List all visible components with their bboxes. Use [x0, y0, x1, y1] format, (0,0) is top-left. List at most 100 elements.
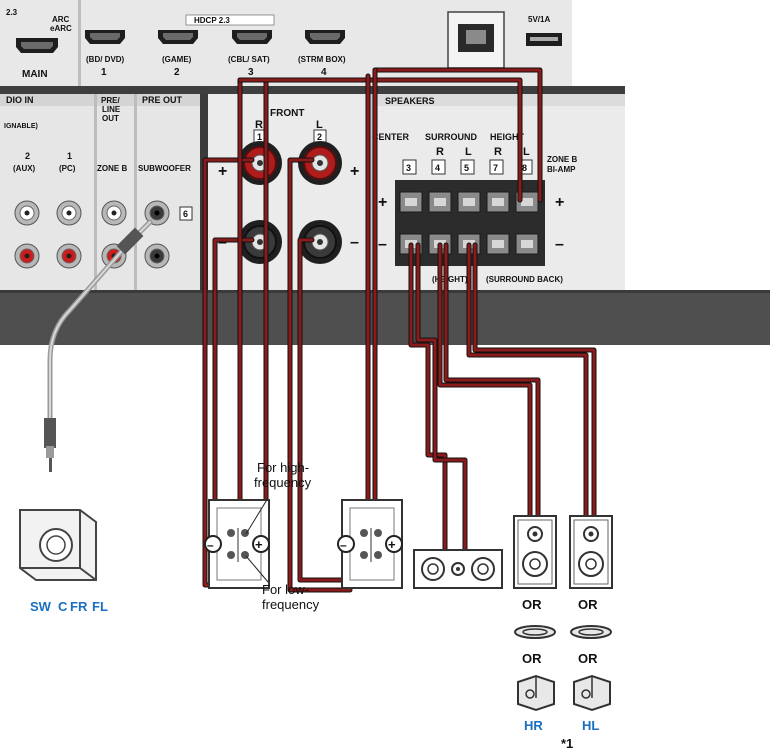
- panel-edge-band: [0, 290, 770, 345]
- zone-b-bi-amp-line-1: ZONE B: [547, 155, 577, 164]
- pre-line-out-title-2: LINE: [102, 105, 121, 114]
- front-r-plus-terminal: [238, 141, 282, 185]
- pre-out-section: PRE OUT SUBWOOFER 6: [138, 95, 193, 269]
- front-plus-left: +: [218, 163, 227, 180]
- front-l-caption: FL: [92, 599, 108, 614]
- speakers-minus-left: –: [378, 236, 387, 253]
- hdmi-in-3-number: 3: [248, 67, 254, 78]
- usb-label: 5V/1A: [528, 15, 550, 24]
- front-title: FRONT: [270, 108, 304, 119]
- or-label-l-1: OR: [578, 597, 598, 612]
- hdmi-in-1-number: 1: [101, 67, 107, 78]
- height-l-number: 8: [522, 163, 527, 173]
- ceiling-speaker-r-icon: [514, 625, 556, 639]
- subwoofer-label: SUBWOOFER: [138, 164, 191, 173]
- height-l-speaker: [569, 515, 613, 589]
- surround-r-number: 4: [435, 163, 440, 173]
- front-minus-right: –: [350, 234, 359, 251]
- center-number: 3: [406, 163, 411, 173]
- height-label: HEIGHT: [490, 132, 525, 142]
- ceiling-speaker-l-icon: [570, 625, 612, 639]
- audio-in-title: DIO IN: [6, 95, 34, 105]
- audio-in-section: DIO IN IGNABLE) 2 (AUX) 1 (PC): [4, 95, 82, 269]
- enabled-speaker-l-icon: [573, 674, 611, 712]
- height-l-label: L: [523, 146, 530, 158]
- pc-number: 1: [67, 151, 72, 161]
- hdmi-in-4: (STRM BOX) 4: [298, 30, 346, 78]
- hdmi-inputs: HDCP 2.3 (BD/ DVD) 1 (GAME) 2 (CBL/ SAT)…: [85, 14, 346, 78]
- high-frequency-line-2: frequency: [254, 475, 312, 490]
- hdmi-in-2: (GAME) 2: [158, 30, 198, 78]
- surround-back-bottom-label: (SURROUND BACK): [486, 275, 563, 284]
- front-l-label: L: [316, 119, 323, 131]
- rca-jack-pc-white: [56, 200, 82, 226]
- front-r-caption: FR: [70, 599, 88, 614]
- front-plus-right: +: [350, 163, 359, 180]
- front-l-speaker-back: – +: [337, 499, 403, 589]
- hdmi-version-top: HDCP 2.3: [194, 16, 230, 25]
- zone-b-label: ZONE B: [97, 164, 127, 173]
- surround-label: SURROUND: [425, 132, 478, 142]
- hdmi-in-2-number: 2: [174, 67, 180, 78]
- hdmi-main-label: MAIN: [22, 69, 48, 80]
- height-alternatives: OR OR OR OR HR HL *1: [514, 597, 612, 751]
- rca-jack-subwoofer: [144, 200, 170, 226]
- center-label: CENTER: [372, 132, 410, 142]
- hdmi-in-3: (CBL/ SAT) 3: [228, 30, 272, 78]
- front-r-minus-sign: –: [207, 538, 214, 552]
- hl-caption: HL: [582, 718, 599, 733]
- speakers-plus-right: +: [555, 194, 564, 211]
- speakers-minus-right: –: [555, 236, 564, 253]
- hr-caption: HR: [524, 718, 543, 733]
- front-l-number: 2: [317, 132, 322, 142]
- hdmi-in-4-number: 4: [321, 67, 327, 78]
- height-r-speaker: [513, 515, 557, 589]
- pre-line-out-title-1: PRE/: [101, 96, 120, 105]
- surround-l-number: 5: [464, 163, 469, 173]
- low-frequency-line-1: For low-: [262, 582, 309, 597]
- front-l-plus-sign: +: [388, 537, 396, 552]
- front-l-plus-terminal: [298, 141, 342, 185]
- front-r-speaker-back: – +: [204, 499, 270, 589]
- surround-r-label: R: [436, 146, 444, 158]
- center-speaker: [413, 549, 503, 589]
- earc-label: eARC: [50, 24, 72, 33]
- hdmi-in-4-name: (STRM BOX): [298, 55, 346, 64]
- height-r-label: R: [494, 146, 502, 158]
- pre-line-out-title-3: OUT: [102, 114, 119, 123]
- pre-out-title: PRE OUT: [142, 95, 183, 105]
- hdmi-in-1-name: (BD/ DVD): [86, 55, 125, 64]
- hdmi-in-1: (BD/ DVD) 1: [85, 30, 125, 78]
- speakers-title: SPEAKERS: [385, 96, 435, 106]
- rca-jack-aux-red: [14, 243, 40, 269]
- low-frequency-line-2: frequency: [262, 597, 320, 612]
- front-r-plus-sign: +: [255, 537, 263, 552]
- front-r-label: R: [255, 119, 263, 131]
- hdmi-in-2-name: (GAME): [162, 55, 192, 64]
- front-l-minus-terminal: [298, 220, 342, 264]
- high-frequency-line-1: For high-: [257, 460, 309, 475]
- zone-b-bi-amp-line-2: BI-AMP: [547, 165, 576, 174]
- center-caption: C: [58, 599, 68, 614]
- enabled-speaker-r-icon: [517, 674, 555, 712]
- footnote-marker: *1: [561, 736, 573, 751]
- hdmi-out-port: 2.3 ARC eARC MAIN: [6, 8, 72, 80]
- arc-label: ARC: [52, 15, 70, 24]
- frequency-callouts: For high- frequency For low- frequency: [245, 460, 320, 612]
- aux-label: (AUX): [13, 164, 36, 173]
- rca-jack-aux-white: [14, 200, 40, 226]
- speakers-plus-left: +: [378, 194, 387, 211]
- height-bottom-label: (HEIGHT): [432, 275, 468, 284]
- usb-port: 5V/1A: [526, 15, 562, 46]
- lan-port: [447, 11, 505, 69]
- rca-jack-pc-red: [56, 243, 82, 269]
- front-l-minus-sign: –: [340, 538, 347, 552]
- surround-l-label: L: [465, 146, 472, 158]
- subwoofer-cable: [44, 219, 153, 472]
- subwoofer-channel-number: 6: [183, 209, 188, 219]
- or-label-l-2: OR: [578, 651, 598, 666]
- subwoofer-icon: [19, 509, 97, 581]
- or-label-r-2: OR: [522, 651, 542, 666]
